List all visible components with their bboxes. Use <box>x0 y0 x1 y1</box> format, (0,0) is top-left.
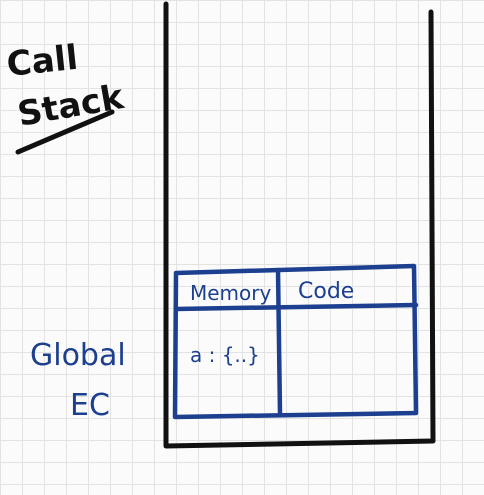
global-ec-label: Global EC <box>30 338 126 423</box>
global-execution-context: Memory Code a : {..} <box>172 263 419 420</box>
call-stack-title-line2: Stack <box>15 77 128 135</box>
call-stack-title: Call Stack <box>5 38 128 155</box>
memory-entry: a : {..} <box>190 343 260 367</box>
global-ec-label-line2: EC <box>70 388 110 423</box>
memory-column-header: Memory <box>190 281 272 305</box>
execution-context-frame <box>172 263 419 420</box>
header-divider-line <box>173 302 419 312</box>
call-stack-container <box>163 1 436 449</box>
call-stack-title-line1: Call <box>5 38 80 85</box>
code-column-header: Code <box>298 279 354 304</box>
global-ec-label-line1: Global <box>30 338 126 373</box>
column-divider-line <box>275 267 283 417</box>
title-underline <box>15 109 115 155</box>
